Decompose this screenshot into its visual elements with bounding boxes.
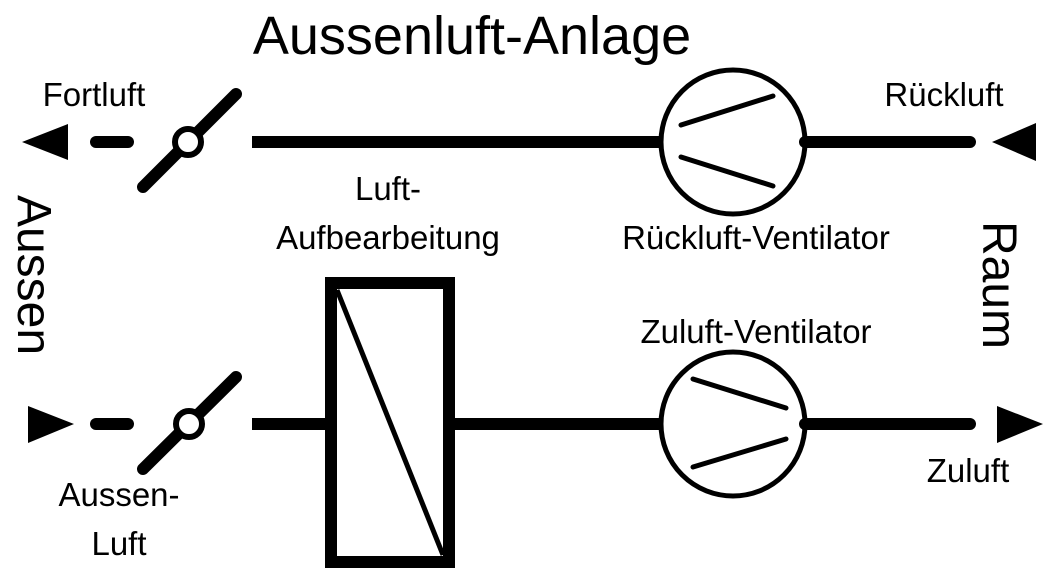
label-outdoor-air-line2: Luft bbox=[91, 525, 146, 562]
exhaust-arrow-icon bbox=[22, 124, 68, 160]
label-treatment-line2: Aufbearbeitung bbox=[276, 219, 500, 256]
label-return: Rückluft bbox=[884, 76, 1003, 113]
label-outdoor-air-line1: Aussen- bbox=[58, 476, 179, 513]
return-arrow-icon bbox=[992, 123, 1036, 161]
side-label-outside: Aussen bbox=[7, 195, 60, 355]
outdoor-air-arrow-icon bbox=[28, 406, 74, 443]
supply-air-line bbox=[28, 277, 1043, 568]
return-air-line bbox=[22, 67, 1036, 217]
return-fan-icon bbox=[658, 67, 808, 217]
side-label-room: Raum bbox=[972, 221, 1025, 349]
label-return-fan: Rückluft-Ventilator bbox=[622, 219, 890, 256]
label-treatment-line1: Luft- bbox=[355, 170, 421, 207]
diagram-title: Aussenluft-Anlage bbox=[253, 6, 691, 66]
label-supply-fan: Zuluft-Ventilator bbox=[640, 313, 871, 350]
air-treatment-unit-icon bbox=[325, 277, 455, 568]
supply-arrow-icon bbox=[997, 406, 1043, 443]
label-exhaust: Fortluft bbox=[43, 76, 146, 113]
outdoor-air-damper-icon bbox=[137, 371, 242, 475]
label-supply: Zuluft bbox=[927, 452, 1010, 489]
supply-fan-icon bbox=[658, 349, 808, 499]
exhaust-damper-icon bbox=[137, 88, 242, 193]
